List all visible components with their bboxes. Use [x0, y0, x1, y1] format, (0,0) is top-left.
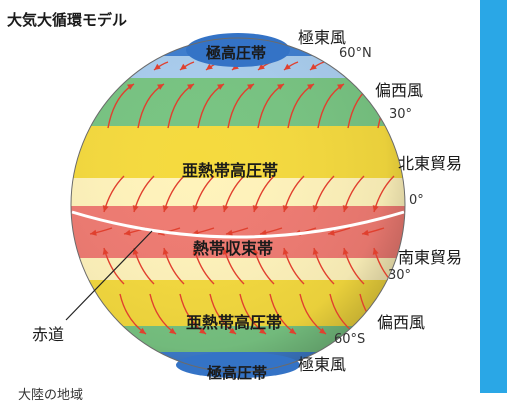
band-label-itcz: 熱帯収束帯	[193, 239, 274, 258]
wind-arrow-westerlies-south-head	[169, 327, 176, 334]
latitude-30n: 30°	[389, 107, 413, 122]
wind-arrow-ne-trades-head	[222, 205, 229, 212]
polar-cap-north	[186, 33, 290, 67]
band-label-polar-high-north: 極高圧帯	[206, 44, 267, 62]
wind-arrow-ne-trades-head	[252, 205, 259, 212]
wind-label-polar-easterlies-south: 極東風	[298, 355, 347, 374]
band-label-polar-high-south: 極高圧帯	[207, 364, 268, 382]
wind-arrow-se-trades-head	[282, 248, 289, 255]
wind-arrow-ne-trades-head	[372, 205, 379, 212]
latitude-60n: 60°N	[339, 46, 372, 61]
wind-arrow-westerlies-south-head	[199, 327, 206, 334]
globe-diagram	[65, 33, 406, 378]
wind-arrow-se-trades-head	[252, 248, 259, 255]
wind-arrow-itcz-head	[260, 229, 267, 236]
wind-arrow-polar-north-head	[258, 63, 265, 70]
wind-arrow-westerlies-south-head	[319, 327, 326, 334]
wind-arrow-se-trades-head	[102, 248, 109, 255]
wind-arrow-ne-trades-head	[162, 205, 169, 212]
equator-line	[71, 210, 405, 239]
diagram-stage: 大気大循環モデル 極高圧帯 亜熱帯高圧帯 熱帯収束帯 亜熱帯高圧帯 極高圧帯 極…	[7, 0, 507, 403]
wind-arrow-westerlies-north-head	[127, 84, 134, 90]
wind-arrow-itcz-head	[226, 229, 233, 236]
wind-arrow-polar-north-head	[310, 63, 317, 70]
wind-arrow-itcz-head	[328, 229, 335, 236]
wind-arrow-se-trades-head	[222, 248, 229, 255]
bottom-cut-text: 大陸の地域	[18, 388, 84, 403]
wind-arrow-westerlies-south-head	[109, 327, 116, 334]
wind-arrow-westerlies-south-head	[289, 327, 296, 334]
wind-arrow-westerlies-north-head	[337, 84, 344, 90]
right-panel	[480, 0, 507, 393]
wind-arrow-westerlies-north-head	[277, 84, 284, 90]
wind-arrow-ne-trades-head	[132, 205, 139, 212]
wind-arrow-westerlies-north-head	[307, 84, 314, 90]
latitude-equator: 0°	[409, 193, 424, 208]
wind-arrow-itcz-head	[362, 229, 369, 236]
wind-arrow-ne-trades-head	[342, 205, 349, 212]
diagram-title: 大気大循環モデル	[7, 11, 128, 29]
wind-arrow-se-trades-head	[312, 248, 319, 255]
wind-arrow-westerlies-south-head	[139, 327, 146, 334]
wind-arrow-ne-trades-head	[312, 205, 319, 212]
band-label-subtropical-high-north: 亜熱帯高圧帯	[182, 161, 279, 180]
wind-arrow-itcz-head	[124, 229, 131, 236]
wind-arrow-westerlies-north-head	[367, 84, 374, 90]
wind-label-polar-easterlies-north: 極東風	[298, 28, 347, 47]
wind-arrow-ne-trades-head	[282, 205, 289, 212]
wind-arrow-westerlies-north-head	[217, 84, 224, 90]
wind-arrow-polar-north-head	[154, 63, 161, 70]
wind-arrow-westerlies-north-head	[157, 84, 164, 90]
wind-arrow-ne-trades-head	[192, 205, 199, 212]
equator-leader-line	[65, 230, 153, 321]
wind-label-se-trades: 南東貿易	[398, 248, 463, 267]
globe-outline	[70, 37, 406, 373]
wind-arrow-westerlies-south-head	[229, 327, 236, 334]
wind-arrow-se-trades-head	[342, 248, 349, 255]
wind-label-westerlies-south: 偏西風	[377, 313, 426, 332]
wind-arrow-polar-north-head	[284, 63, 291, 70]
latitude-30s: 30°	[388, 268, 412, 283]
wind-arrow-polar-north-head	[206, 63, 213, 70]
latitude-60s: 60°S	[334, 332, 366, 347]
equator-label: 赤道	[32, 325, 65, 344]
wind-arrow-polar-north-head	[180, 63, 187, 70]
wind-arrow-itcz-head	[90, 229, 97, 236]
wind-arrow-westerlies-north-head	[97, 84, 104, 90]
wind-label-westerlies-north: 偏西風	[375, 81, 424, 100]
polar-cap-south	[176, 352, 300, 378]
wind-arrow-se-trades-head	[192, 248, 199, 255]
band-label-subtropical-high-south: 亜熱帯高圧帯	[186, 313, 283, 332]
wind-label-ne-trades: 北東貿易	[398, 154, 463, 173]
wind-arrow-se-trades-head	[372, 248, 379, 255]
wind-arrow-westerlies-south-head	[259, 327, 266, 334]
wind-arrow-ne-trades-head	[102, 205, 109, 212]
wind-arrow-se-trades-head	[162, 248, 169, 255]
globe-shading	[71, 38, 405, 372]
wind-arrow-westerlies-north-head	[247, 84, 254, 90]
wind-arrow-westerlies-north-head	[187, 84, 194, 90]
